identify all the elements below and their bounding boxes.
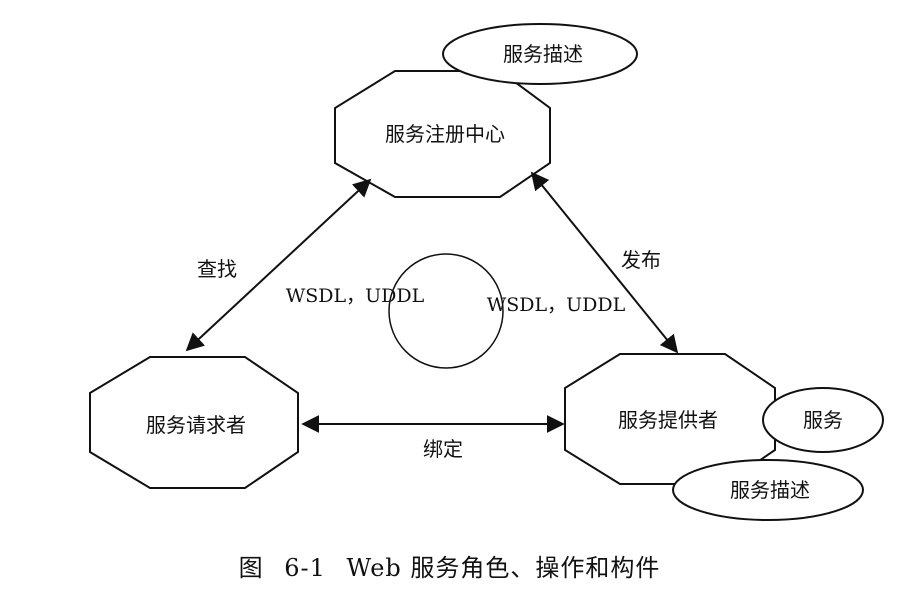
registry-node: 服务注册中心 [334,70,551,198]
provider-node: 服务提供者 [564,353,776,485]
find-label: 查找 [197,257,237,281]
figure-number: 6-1 [284,554,326,582]
figure-caption: 图 6-1 Web 服务角色、操作和构件 [0,548,899,583]
requester-label: 服务请求者 [146,413,246,437]
provider-description-label: 服务描述 [730,478,810,502]
provider-service-node: 服务 [762,387,884,453]
find-arrow [185,178,372,352]
provider-service-ellipse [762,387,884,453]
registry-label: 服务注册中心 [385,122,505,146]
bind-label: 绑定 [423,437,463,461]
left-protocols-label: WSDL，UDDL [286,285,425,307]
right-protocols-label: WSDL，UDDL [487,294,626,316]
registry-description-ellipse [442,23,638,85]
provider-description-node: 服务描述 [672,459,864,521]
provider-description-ellipse [672,459,864,521]
figure-label: 图 [238,554,264,582]
center-circle [388,253,504,369]
provider-service-label: 服务 [803,408,843,432]
requester-octagon [89,356,299,489]
publish-arrow [530,171,679,354]
requester-node: 服务请求者 [89,356,299,489]
figure-title: Web 服务角色、操作和构件 [346,554,661,582]
registry-description-node: 服务描述 [442,23,638,85]
publish-label: 发布 [621,248,661,272]
registry-description-label: 服务描述 [503,42,583,66]
provider-label: 服务提供者 [618,408,718,432]
